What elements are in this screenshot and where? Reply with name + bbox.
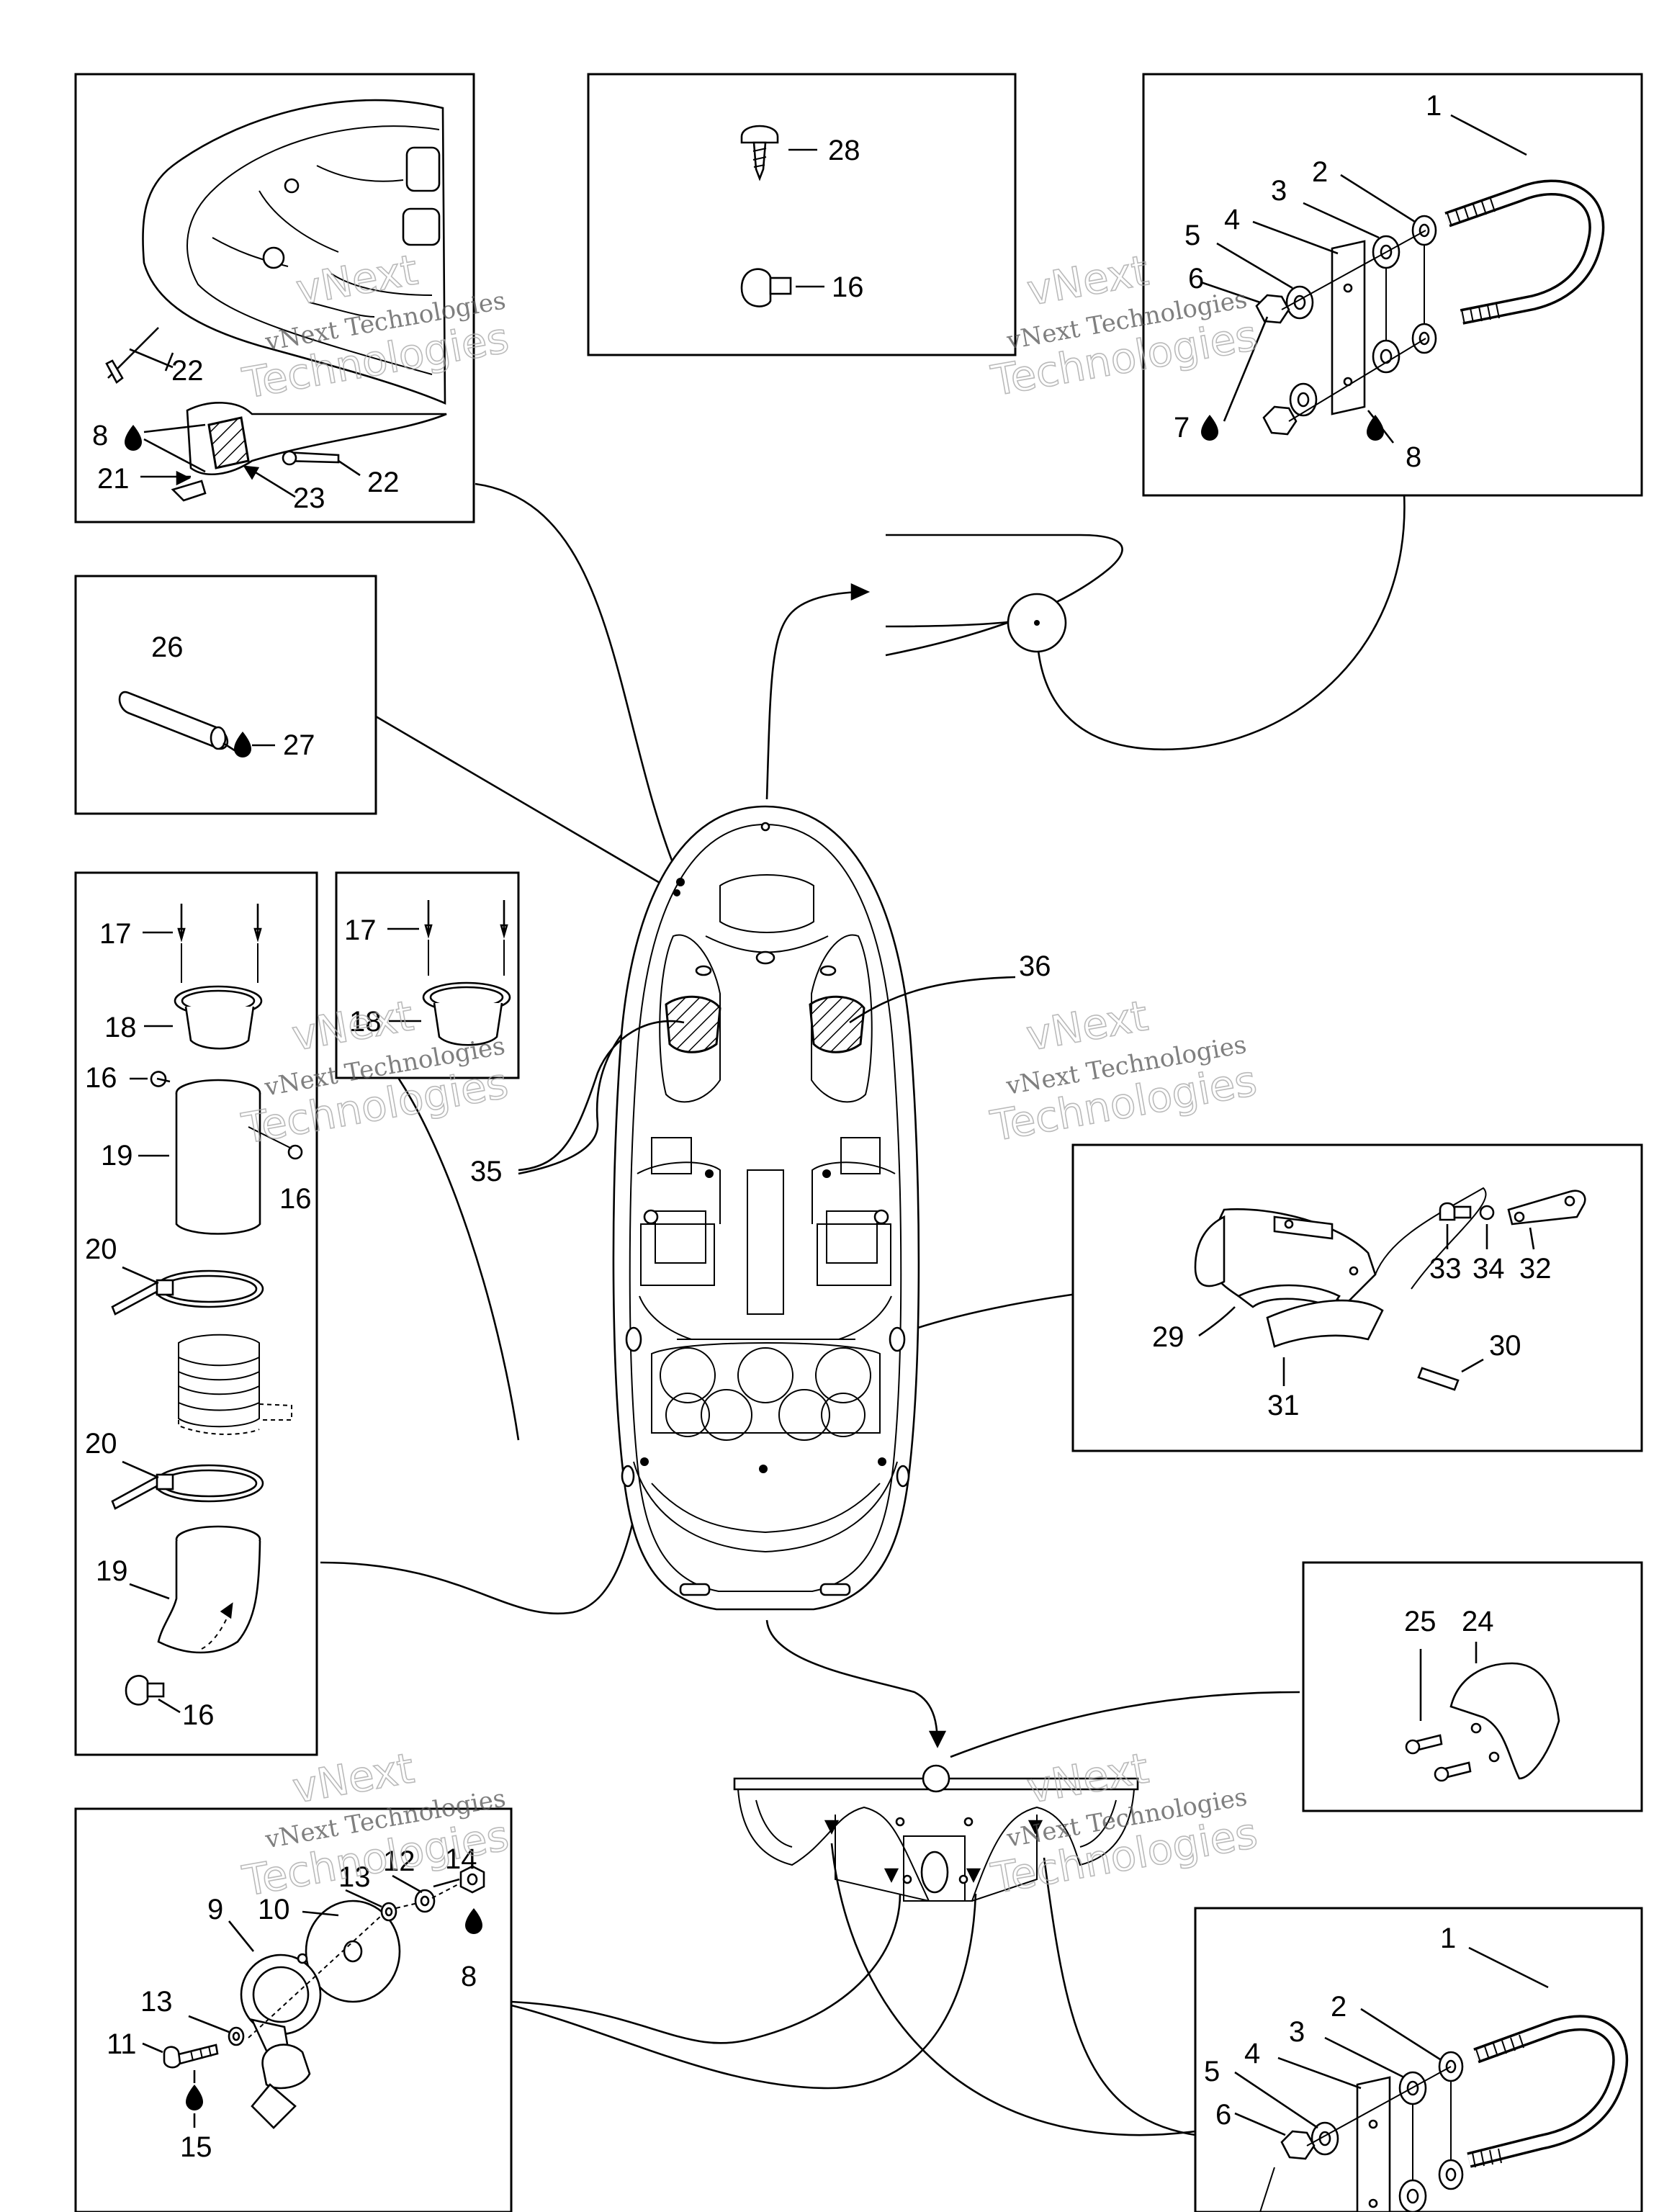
watermark-bottom-right: vNext vNext Technologies Technologies: [987, 1743, 1262, 1904]
callout-16a: 16: [832, 271, 864, 303]
callout-12: 12: [383, 1845, 415, 1877]
callout-6a: 6: [1188, 263, 1204, 295]
callout-19b: 19: [96, 1555, 128, 1587]
callout-18a: 18: [104, 1012, 137, 1043]
callout-8a: 8: [1406, 441, 1421, 473]
callout-4b: 4: [1244, 2038, 1260, 2069]
callout-29: 29: [1152, 1321, 1184, 1353]
watermark-mid-right: vNext vNext Technologies Technologies: [986, 990, 1261, 1151]
callout-2b: 2: [1331, 1991, 1346, 2023]
callout-19a: 19: [101, 1140, 133, 1172]
callout-3b: 3: [1289, 2016, 1305, 2048]
callout-18b: 18: [349, 1006, 382, 1038]
hull-top-view: 35 36: [470, 805, 1051, 1611]
callout-8b: 8: [461, 1961, 477, 1992]
callout-3a: 3: [1271, 175, 1287, 207]
callout-30: 30: [1489, 1330, 1521, 1362]
callout-17b: 17: [344, 914, 377, 946]
storage-kit-box: 17 18 16 19 16 20 20: [74, 871, 318, 1756]
callout-16c: 16: [279, 1183, 312, 1215]
callout-28: 28: [828, 135, 860, 166]
bow-profile: [885, 534, 1123, 657]
tow-eye-box-top: 1 2 3 4 5 6 7 8: [1142, 73, 1643, 497]
callout-1b: 1: [1440, 1923, 1456, 1954]
transom-view: [733, 1764, 1139, 1902]
callout-4a: 4: [1224, 204, 1240, 235]
callout-21: 21: [97, 463, 130, 495]
callout-33: 33: [1429, 1253, 1462, 1285]
callout-17a: 17: [99, 918, 132, 950]
trim-strip-box: 26 27: [74, 575, 377, 815]
bow-detail-box: 22 8 21 23 22: [74, 73, 475, 523]
callout-31: 31: [1267, 1390, 1300, 1421]
callout-10: 10: [258, 1894, 290, 1925]
callout-20b: 20: [85, 1428, 117, 1460]
watermark-top-right: vNext vNext Technologies Technologies: [987, 245, 1262, 406]
callout-1a: 1: [1426, 90, 1442, 122]
callout-7: 7: [1174, 412, 1190, 444]
callout-32: 32: [1519, 1253, 1552, 1285]
screws-box: 28 16: [587, 73, 1017, 356]
cup-holder-box: 17 18: [335, 871, 520, 1079]
callout-23: 23: [293, 482, 325, 514]
callout-2a: 2: [1312, 156, 1328, 188]
callout-11: 11: [107, 2028, 137, 2060]
callout-14: 14: [445, 1843, 477, 1875]
callout-25: 25: [1404, 1606, 1437, 1637]
callout-27: 27: [283, 729, 315, 761]
callout-24: 24: [1462, 1606, 1494, 1637]
callout-36: 36: [1019, 950, 1051, 982]
callout-22b: 22: [367, 467, 400, 498]
callout-26: 26: [151, 631, 184, 663]
callout-15: 15: [180, 2131, 212, 2163]
callout-5b: 5: [1204, 2056, 1220, 2087]
tow-eye-box-bottom: 1 2 3 4 5 6: [1194, 1907, 1643, 2212]
callout-34: 34: [1473, 1253, 1505, 1285]
callout-13a: 13: [338, 1861, 371, 1893]
callout-20a: 20: [85, 1233, 117, 1265]
callout-13b: 13: [140, 1986, 173, 2018]
drain-plug-box: 14 12 13 10 9 13 11 8 15: [74, 1807, 513, 2212]
callout-9: 9: [207, 1894, 223, 1925]
callout-22: 22: [171, 355, 204, 387]
bracket-box: 24 25: [1302, 1561, 1643, 1812]
callout-16d: 16: [182, 1699, 215, 1731]
callout-16b: 16: [85, 1062, 117, 1094]
callout-8: 8: [92, 420, 108, 451]
callout-5a: 5: [1184, 220, 1200, 251]
callout-35: 35: [470, 1156, 503, 1187]
jet-cover-box: 33 34 32 30 29 31: [1071, 1143, 1643, 1452]
callout-6b: 6: [1215, 2099, 1231, 2131]
